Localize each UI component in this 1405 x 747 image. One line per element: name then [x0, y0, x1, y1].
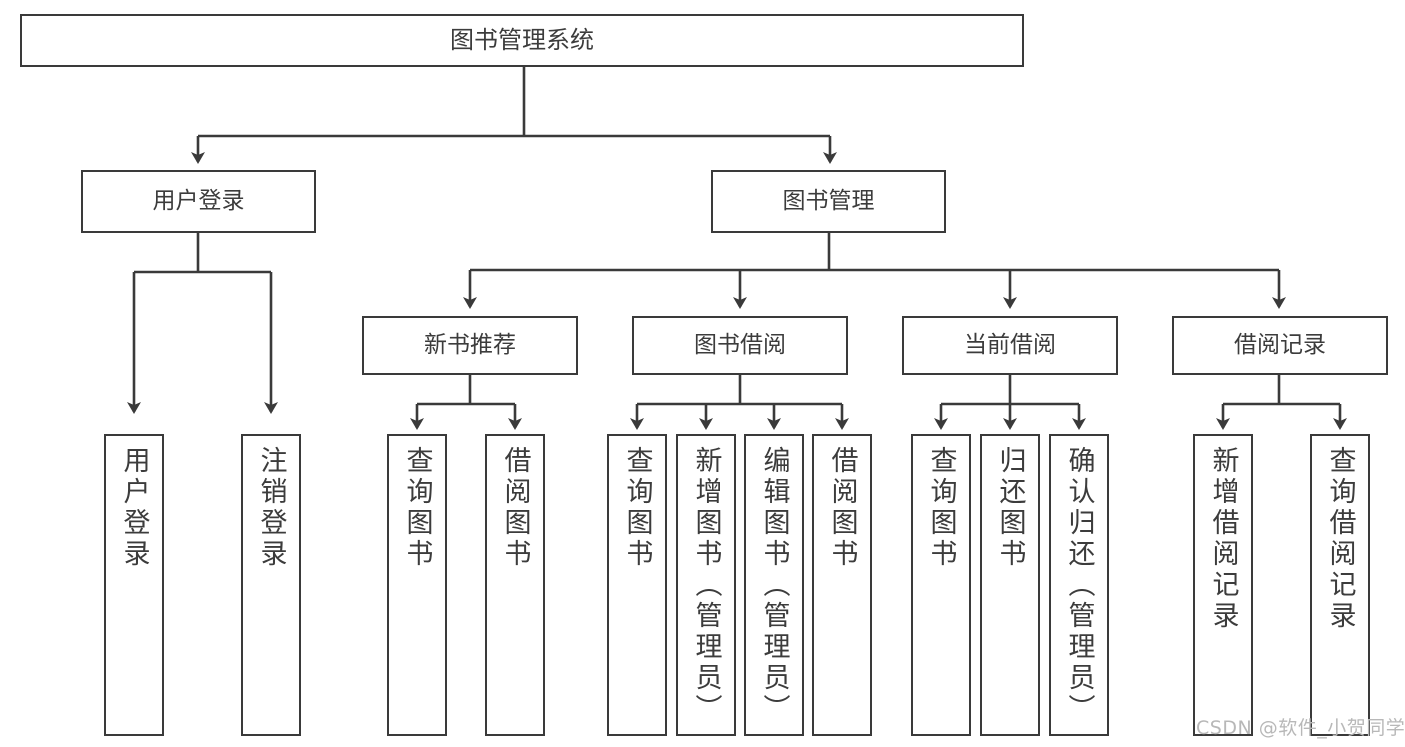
node-leaf-query-record[interactable]: 查询借阅记录	[1310, 434, 1370, 736]
node-book-borrow-label: 图书借阅	[694, 331, 786, 358]
node-leaf-query-book-3-label: 查询图书	[925, 446, 957, 570]
node-leaf-query-book-1[interactable]: 查询图书	[387, 434, 447, 736]
node-new-book-recommend[interactable]: 新书推荐	[362, 316, 578, 375]
node-current-borrow-label: 当前借阅	[964, 331, 1056, 358]
node-leaf-query-book-2-label: 查询图书	[621, 446, 653, 570]
node-user-login-label: 用户登录	[152, 187, 245, 214]
node-leaf-borrow-book-1[interactable]: 借阅图书	[485, 434, 545, 736]
node-root[interactable]: 图书管理系统	[20, 14, 1024, 67]
node-leaf-user-login[interactable]: 用户登录	[104, 434, 164, 736]
node-leaf-return-book[interactable]: 归还图书	[980, 434, 1040, 736]
node-leaf-borrow-book-2-label: 借阅图书	[826, 446, 858, 570]
node-root-label: 图书管理系统	[450, 26, 594, 55]
node-leaf-return-book-label: 归还图书	[994, 446, 1026, 570]
node-leaf-confirm-return[interactable]: 确认归还（管理员）	[1049, 434, 1109, 736]
node-leaf-user-logout[interactable]: 注销登录	[241, 434, 301, 736]
node-leaf-confirm-return-label: 确认归还（管理员）	[1063, 446, 1095, 725]
watermark: CSDN @软件_小贺同学	[1196, 717, 1405, 739]
node-leaf-add-record[interactable]: 新增借阅记录	[1193, 434, 1253, 736]
node-book-borrow[interactable]: 图书借阅	[632, 316, 848, 375]
node-leaf-borrow-book-1-label: 借阅图书	[499, 446, 531, 570]
node-leaf-user-logout-label: 注销登录	[255, 446, 287, 570]
node-current-borrow[interactable]: 当前借阅	[902, 316, 1118, 375]
node-leaf-edit-book[interactable]: 编辑图书（管理员）	[744, 434, 804, 736]
node-leaf-query-book-2[interactable]: 查询图书	[607, 434, 667, 736]
node-leaf-add-record-label: 新增借阅记录	[1207, 446, 1239, 632]
node-borrow-record-label: 借阅记录	[1234, 331, 1326, 358]
node-leaf-query-record-label: 查询借阅记录	[1324, 446, 1356, 632]
node-leaf-query-book-1-label: 查询图书	[401, 446, 433, 570]
node-book-management[interactable]: 图书管理	[711, 170, 946, 233]
node-leaf-edit-book-label: 编辑图书（管理员）	[758, 446, 790, 725]
node-new-book-recommend-label: 新书推荐	[424, 331, 516, 358]
node-book-management-label: 图书管理	[782, 187, 875, 214]
node-leaf-user-login-label: 用户登录	[118, 446, 150, 570]
node-user-login[interactable]: 用户登录	[81, 170, 316, 233]
node-leaf-add-book[interactable]: 新增图书（管理员）	[676, 434, 736, 736]
node-leaf-borrow-book-2[interactable]: 借阅图书	[812, 434, 872, 736]
node-leaf-query-book-3[interactable]: 查询图书	[911, 434, 971, 736]
node-leaf-add-book-label: 新增图书（管理员）	[690, 446, 722, 725]
node-borrow-record[interactable]: 借阅记录	[1172, 316, 1388, 375]
